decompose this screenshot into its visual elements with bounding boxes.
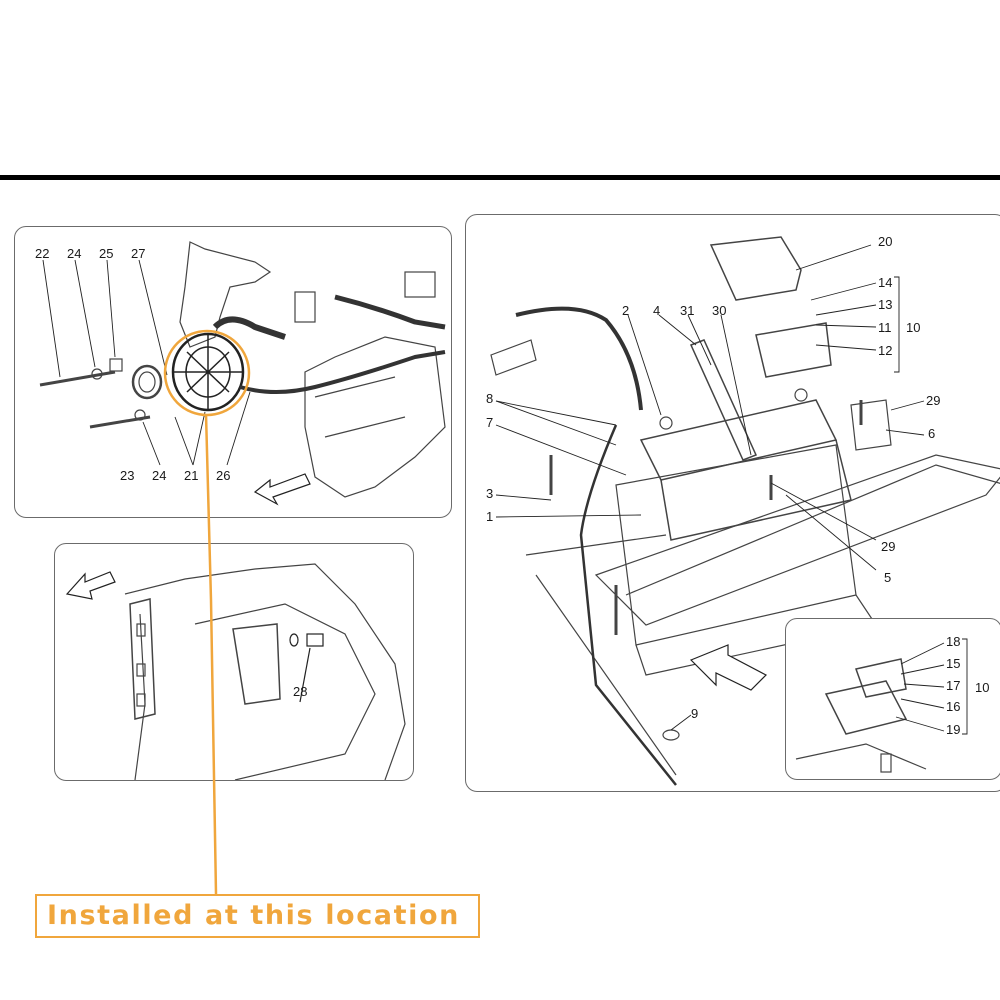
terminal-neg <box>659 416 673 430</box>
fuse-box-12 <box>755 322 832 378</box>
header-rule <box>0 175 1000 180</box>
light-clip-2 <box>136 663 146 677</box>
cover-20 <box>709 236 802 301</box>
direction-arrow-icon <box>689 644 768 691</box>
label-15: 15 <box>946 656 960 671</box>
label-25: 25 <box>99 246 113 261</box>
light-clip-1 <box>136 623 146 637</box>
label-3: 3 <box>486 486 493 501</box>
label-10: 10 <box>975 680 989 695</box>
trunk-drawing: 28 <box>65 563 406 780</box>
label-6: 6 <box>928 426 935 441</box>
label-11: 11 <box>878 320 892 335</box>
label-28: 28 <box>293 684 307 699</box>
part-labels: 18 15 17 16 19 10 <box>946 634 989 737</box>
label-2: 2 <box>622 303 629 318</box>
cable-harness <box>212 294 446 394</box>
engine-block-shape <box>304 336 446 498</box>
bolt-23 <box>89 415 151 429</box>
ground-cable <box>515 306 643 411</box>
terminal-post <box>880 753 892 773</box>
callout-text: Installed at this location <box>47 900 460 931</box>
bracket-6 <box>850 399 892 451</box>
main-cable <box>579 424 677 786</box>
label-4: 4 <box>653 303 660 318</box>
pulley-hub <box>138 371 156 393</box>
fuse-detail-panel: 18 15 17 16 19 10 <box>785 618 1000 780</box>
direction-arrow-icon <box>65 571 116 600</box>
label-10: 10 <box>906 320 920 335</box>
label-23: 23 <box>120 468 134 483</box>
trunk-floor <box>194 603 376 780</box>
battery-tray <box>615 444 857 646</box>
part-labels: 20 14 13 11 12 10 2 4 31 30 29 6 8 7 3 1… <box>486 234 940 721</box>
alternator-21 <box>171 332 245 412</box>
label-8: 8 <box>486 391 493 406</box>
label-7: 7 <box>486 415 493 430</box>
bracket-mount <box>294 291 316 323</box>
label-20: 20 <box>878 234 892 249</box>
label-24: 24 <box>67 246 81 261</box>
label-19: 19 <box>946 722 960 737</box>
label-9: 9 <box>691 706 698 721</box>
label-5: 5 <box>884 570 891 585</box>
label-29a: 29 <box>926 393 940 408</box>
light-clip-3 <box>136 693 146 707</box>
tail-light <box>129 598 156 720</box>
leader-lines <box>495 244 925 731</box>
tray-base <box>635 594 877 676</box>
support-bracket <box>594 454 1000 626</box>
label-24b: 24 <box>152 468 166 483</box>
terminal-block <box>404 271 436 298</box>
label-18: 18 <box>946 634 960 649</box>
leader-lines <box>42 259 251 466</box>
trunk-panel: 28 <box>54 543 414 781</box>
bracket-shape <box>179 241 272 348</box>
label-22: 22 <box>35 246 49 261</box>
battery-top <box>639 399 838 481</box>
ground-bracket <box>490 339 537 376</box>
label-17: 17 <box>946 678 960 693</box>
terminal-pos <box>794 388 808 402</box>
engine-ribs <box>314 376 406 438</box>
pulley-27 <box>131 364 163 400</box>
label-31: 31 <box>680 303 694 318</box>
label-27: 27 <box>131 246 145 261</box>
spacer-25 <box>109 358 123 372</box>
label-30: 30 <box>712 303 726 318</box>
part-labels-top: 22 24 25 27 <box>35 246 145 261</box>
battery-side <box>660 439 852 541</box>
floor-panel <box>525 464 1000 776</box>
bolt-22 <box>39 370 116 387</box>
label-26: 26 <box>216 468 230 483</box>
strap-4 <box>689 339 758 461</box>
fuse-cover <box>855 658 907 698</box>
callout-box: Installed at this location <box>35 894 480 938</box>
label-13: 13 <box>878 297 892 312</box>
label-16: 16 <box>946 699 960 714</box>
trunk-wall <box>124 563 406 780</box>
fuse-detail-drawing: 18 15 17 16 19 10 <box>795 634 989 773</box>
direction-arrow-icon <box>253 473 311 506</box>
sensor-28 <box>289 633 324 703</box>
label-14: 14 <box>878 275 892 290</box>
washer-24a <box>91 368 103 380</box>
label-21: 21 <box>184 468 198 483</box>
grommet-9 <box>662 729 680 741</box>
washer-24b <box>134 409 146 421</box>
battery-drawing: 20 14 13 11 12 10 2 4 31 30 29 6 8 7 3 1… <box>486 234 1000 786</box>
access-panel <box>232 623 281 705</box>
fuse-block <box>824 680 908 735</box>
alternator-panel: 22 24 25 27 23 24 21 26 <box>14 226 452 518</box>
part-labels-bottom: 23 24 21 26 <box>120 468 230 483</box>
label-29b: 29 <box>881 539 895 554</box>
alternator-drawing: 22 24 25 27 23 24 21 26 <box>35 241 446 506</box>
label-12: 12 <box>878 343 892 358</box>
label-1: 1 <box>486 509 493 524</box>
battery-edge <box>795 743 927 770</box>
leader-lines <box>895 638 968 735</box>
